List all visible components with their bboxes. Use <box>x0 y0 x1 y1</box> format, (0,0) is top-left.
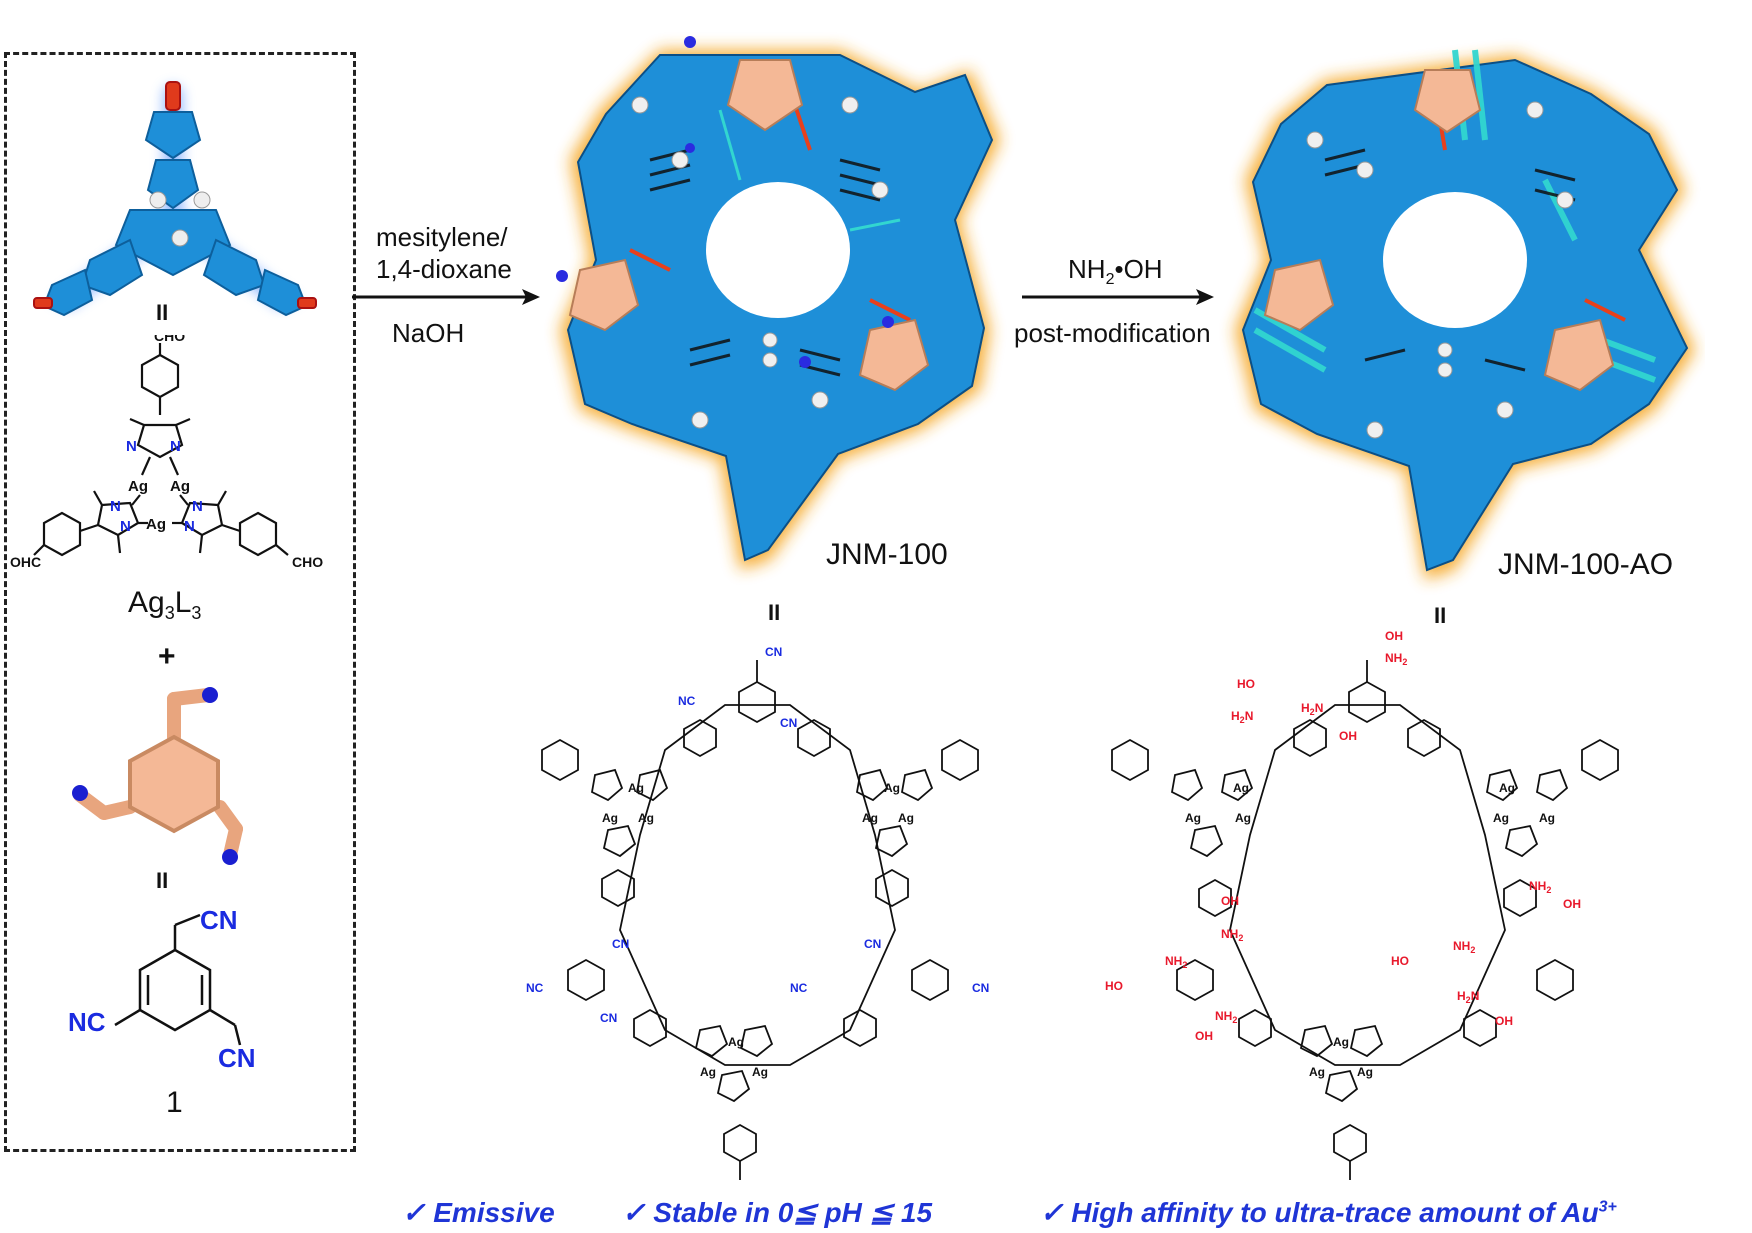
feature-affinity: ✓ High affinity to ultra-trace amount of… <box>1040 1197 1617 1228</box>
nh2-label: NH2 <box>1529 879 1551 895</box>
step2-arrow <box>1022 289 1214 305</box>
nc-label: NC <box>678 694 696 708</box>
oh-label: OH <box>1385 629 1403 643</box>
n-label: N <box>120 518 131 535</box>
feature-stable: ✓ Stable in 0≦ pH ≦ 15 <box>622 1197 933 1228</box>
cho-top: CHO <box>154 335 185 344</box>
ag-label: Ag <box>1539 811 1555 825</box>
nh2-label: NH2 <box>1215 1009 1237 1025</box>
equiv-sign-4: II <box>1434 603 1447 628</box>
h2n-label: H2N <box>1231 709 1253 725</box>
nc-label: NC <box>526 981 544 995</box>
jnm100ao-structure: OH NH2 HO H2N H2N OH Ag Ag Ag Ag Ag Ag N… <box>1105 629 1619 1180</box>
ag-label: Ag <box>728 1035 744 1049</box>
ag-label: Ag <box>862 811 878 825</box>
oh-label: OH <box>1221 894 1239 908</box>
ag3l3-label: Ag3L3 <box>128 586 202 623</box>
cn-label: CN <box>765 645 782 659</box>
n-label: N <box>184 518 195 535</box>
ag-label: Ag <box>1235 811 1251 825</box>
nh2-label: NH2 <box>1165 954 1187 970</box>
nh2-label: NH2 <box>1221 927 1243 943</box>
ag-label: Ag <box>638 811 654 825</box>
ag-label: Ag <box>884 781 900 795</box>
jnm100-3d-model <box>556 36 1000 570</box>
step2-process: post-modification <box>1014 318 1211 348</box>
ag-label: Ag <box>628 781 644 795</box>
jnm100-label: JNM-100 <box>826 538 948 571</box>
jnm100-structure: CN NC CN Ag Ag Ag Ag Ag Ag CN CN NC NC C… <box>526 645 989 1180</box>
ag-label: Ag <box>602 811 618 825</box>
check-icon: ✓ <box>622 1197 646 1228</box>
ag-label: Ag <box>1309 1065 1325 1079</box>
ag-label: Ag <box>1493 811 1509 825</box>
ag-label: Ag <box>700 1065 716 1079</box>
oh-label: OH <box>1339 729 1357 743</box>
n-label: N <box>110 498 121 515</box>
feature-emissive: ✓ Emissive <box>402 1197 555 1228</box>
oh-label: OH <box>1495 1014 1513 1028</box>
ag-label: Ag <box>170 478 190 495</box>
oh-label: OH <box>1195 1029 1213 1043</box>
nc-label: NC <box>790 981 808 995</box>
equiv-sign-1: II <box>156 300 169 325</box>
linker-label: 1 <box>166 1086 183 1119</box>
step2-reagent: NH2•OH <box>1068 254 1163 289</box>
ho-label: HO <box>1105 979 1123 993</box>
jnm100ao-3d-model <box>1235 49 1695 580</box>
ag-label: Ag <box>1233 781 1249 795</box>
n-label: N <box>126 438 137 455</box>
ag-label: Ag <box>1333 1035 1349 1049</box>
nh2-label: NH2 <box>1385 651 1407 667</box>
check-icon: ✓ <box>1040 1197 1064 1228</box>
ag-label: Ag <box>1499 781 1515 795</box>
ag-label: Ag <box>128 478 148 495</box>
ag3l3-3d-model <box>33 81 317 317</box>
linker-3d-model <box>72 687 243 865</box>
ag-label: Ag <box>146 516 166 533</box>
cho-right: CHO <box>292 554 323 570</box>
oh-label: OH <box>1563 897 1581 911</box>
cn-top: CN <box>200 905 238 935</box>
n-label: N <box>170 438 181 455</box>
h2n-label: H2N <box>1301 701 1323 717</box>
ho-label: HO <box>1237 677 1255 691</box>
jnm100ao-label: JNM-100-AO <box>1498 548 1674 581</box>
cn-label: CN <box>600 1011 617 1025</box>
equiv-sign-2: II <box>156 868 169 893</box>
ag-label: Ag <box>1357 1065 1373 1079</box>
cn-label: CN <box>780 716 797 730</box>
nh2-label: NH2 <box>1453 939 1475 955</box>
n-label: N <box>192 498 203 515</box>
h2n-label: H2N <box>1457 989 1479 1005</box>
cn-label: CN <box>612 937 629 951</box>
step1-solvent-line2: 1,4-dioxane <box>376 254 512 284</box>
reagent-box <box>4 52 356 1152</box>
ag-label: Ag <box>1185 811 1201 825</box>
cn-label: CN <box>972 981 989 995</box>
ho-label: HO <box>1391 954 1409 968</box>
ohc-left: OHC <box>10 554 41 570</box>
step1-solvent-line1: mesitylene/ <box>376 222 508 252</box>
plus-sign: + <box>158 640 176 673</box>
ag-label: Ag <box>752 1065 768 1079</box>
ag-label: Ag <box>898 811 914 825</box>
equiv-sign-3: II <box>768 600 781 625</box>
step1-arrow <box>352 289 540 305</box>
check-icon: ✓ <box>402 1197 426 1228</box>
ag3l3-structure: CHO N N Ag Ag Ag N N N N OHC CHO <box>10 335 323 570</box>
linker-structure: CN NC CN <box>68 905 256 1073</box>
nc-left: NC <box>68 1007 106 1037</box>
cn-label: CN <box>864 937 881 951</box>
cn-right: CN <box>218 1043 256 1073</box>
step1-base: NaOH <box>392 318 465 348</box>
